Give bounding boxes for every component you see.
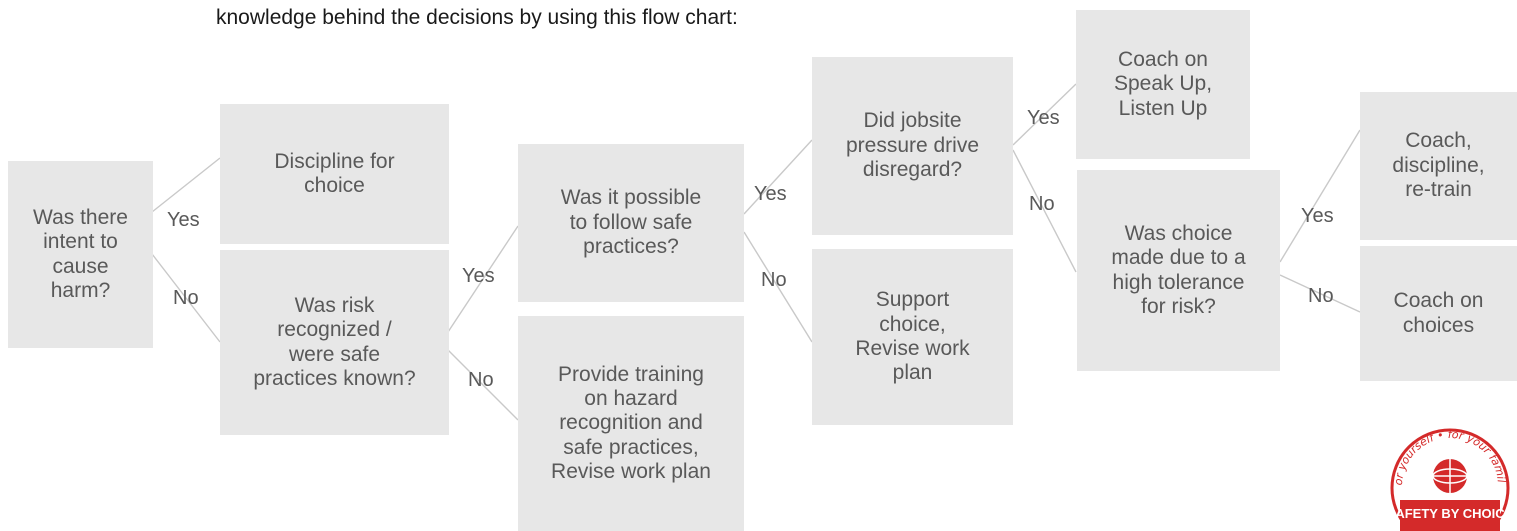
box-coach-discipline-retrain: Coach, discipline, re-train (1360, 92, 1517, 240)
label-no: No (1308, 285, 1334, 307)
connector-possible-no (743, 231, 813, 343)
box-support-choice: Support choice, Revise work plan (812, 249, 1013, 425)
label-yes: Yes (462, 265, 495, 287)
box-speak-up-listen-up: Coach on Speak Up, Listen Up (1076, 10, 1250, 159)
label-no: No (173, 287, 199, 309)
connector-pressure-no (1012, 149, 1077, 273)
connector-risk-yes (447, 225, 519, 333)
safety-by-choice-logo: for yourself • for your family SAFETY BY… (1382, 418, 1514, 531)
box-discipline-for-choice: Discipline for choice (220, 104, 449, 244)
box-provide-training: Provide training on hazard recognition a… (518, 316, 744, 531)
label-no: No (468, 369, 494, 391)
box-possible-to-follow: Was it possible to follow safe practices… (518, 144, 744, 302)
connector-intent-no (151, 253, 221, 343)
connector-tolerance-no (1279, 274, 1361, 313)
box-coach-on-choices: Coach on choices (1360, 246, 1517, 381)
connector-risk-no (447, 349, 519, 421)
box-intent-to-harm: Was there intent to cause harm? (8, 161, 153, 348)
logo-wordmark: SAFETY BY CHOICE (1387, 506, 1514, 521)
label-yes: Yes (754, 183, 787, 205)
box-jobsite-pressure: Did jobsite pressure drive disregard? (812, 57, 1013, 235)
intro-text: knowledge behind the decisions by using … (216, 6, 738, 29)
connector-tolerance-yes (1279, 129, 1361, 263)
label-no: No (1029, 193, 1055, 215)
label-yes: Yes (1301, 205, 1334, 227)
connector-possible-yes (743, 139, 813, 215)
label-no: No (761, 269, 787, 291)
label-yes: Yes (167, 209, 200, 231)
box-risk-recognized: Was risk recognized / were safe practice… (220, 250, 449, 435)
connector-intent-yes (151, 157, 221, 213)
label-yes: Yes (1027, 107, 1060, 129)
box-high-tolerance: Was choice made due to a high tolerance … (1077, 170, 1280, 371)
connector-pressure-yes (1012, 83, 1077, 146)
